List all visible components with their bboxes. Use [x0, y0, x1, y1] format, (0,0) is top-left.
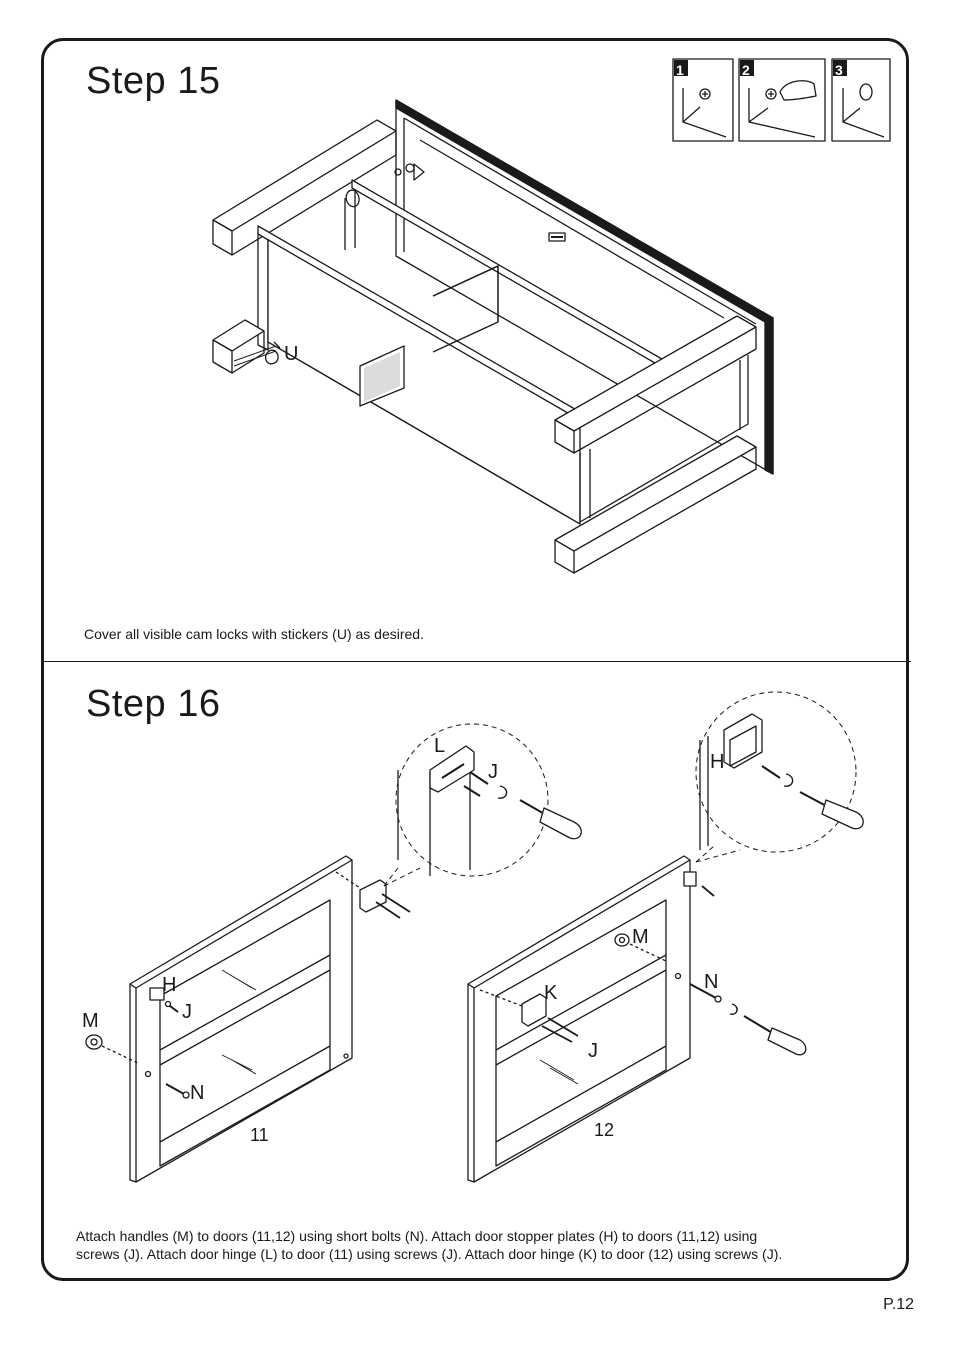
- door-11-label-h: H: [162, 974, 176, 996]
- sticker-instruction-panels: [672, 58, 891, 142]
- step-15-title: Step 15: [86, 60, 221, 102]
- page-frame: [41, 38, 909, 1281]
- door-12-label-m: M: [632, 926, 649, 948]
- panel-2-number: 2: [742, 62, 750, 78]
- step-16-instruction-line-1: Attach handles (M) to doors (11,12) usin…: [76, 1228, 758, 1244]
- panel-3-number: 3: [835, 62, 843, 78]
- step-16-title: Step 16: [86, 683, 221, 725]
- door-12-label-j: J: [588, 1040, 598, 1062]
- cabinet-illustration: [212, 99, 774, 574]
- detail-label-h: H: [710, 751, 724, 773]
- door-11-illustration: [85, 855, 411, 1183]
- hinge-detail-circle: [383, 723, 582, 887]
- label-u: U: [284, 343, 298, 365]
- door-11-label-n: N: [190, 1082, 204, 1104]
- door-12-label-n: N: [704, 971, 718, 993]
- door-12-illustration: [467, 855, 807, 1183]
- door-12-label-k: K: [544, 982, 558, 1004]
- door-11-label-m: M: [82, 1010, 99, 1032]
- stopper-detail-circle: [695, 691, 864, 863]
- detail-label-l: L: [434, 735, 445, 757]
- panel-1-number: 1: [676, 62, 684, 78]
- step-divider: [41, 661, 911, 662]
- door-12-number: 12: [594, 1120, 614, 1140]
- step-15-instruction: Cover all visible cam locks with sticker…: [84, 626, 424, 642]
- step-16-instruction-line-2: screws (J). Attach door hinge (L) to doo…: [76, 1246, 783, 1262]
- door-11-label-j: J: [182, 1001, 192, 1023]
- door-11-number: 11: [250, 1125, 269, 1145]
- page-number: P.12: [883, 1296, 914, 1313]
- detail-label-j: J: [488, 761, 498, 783]
